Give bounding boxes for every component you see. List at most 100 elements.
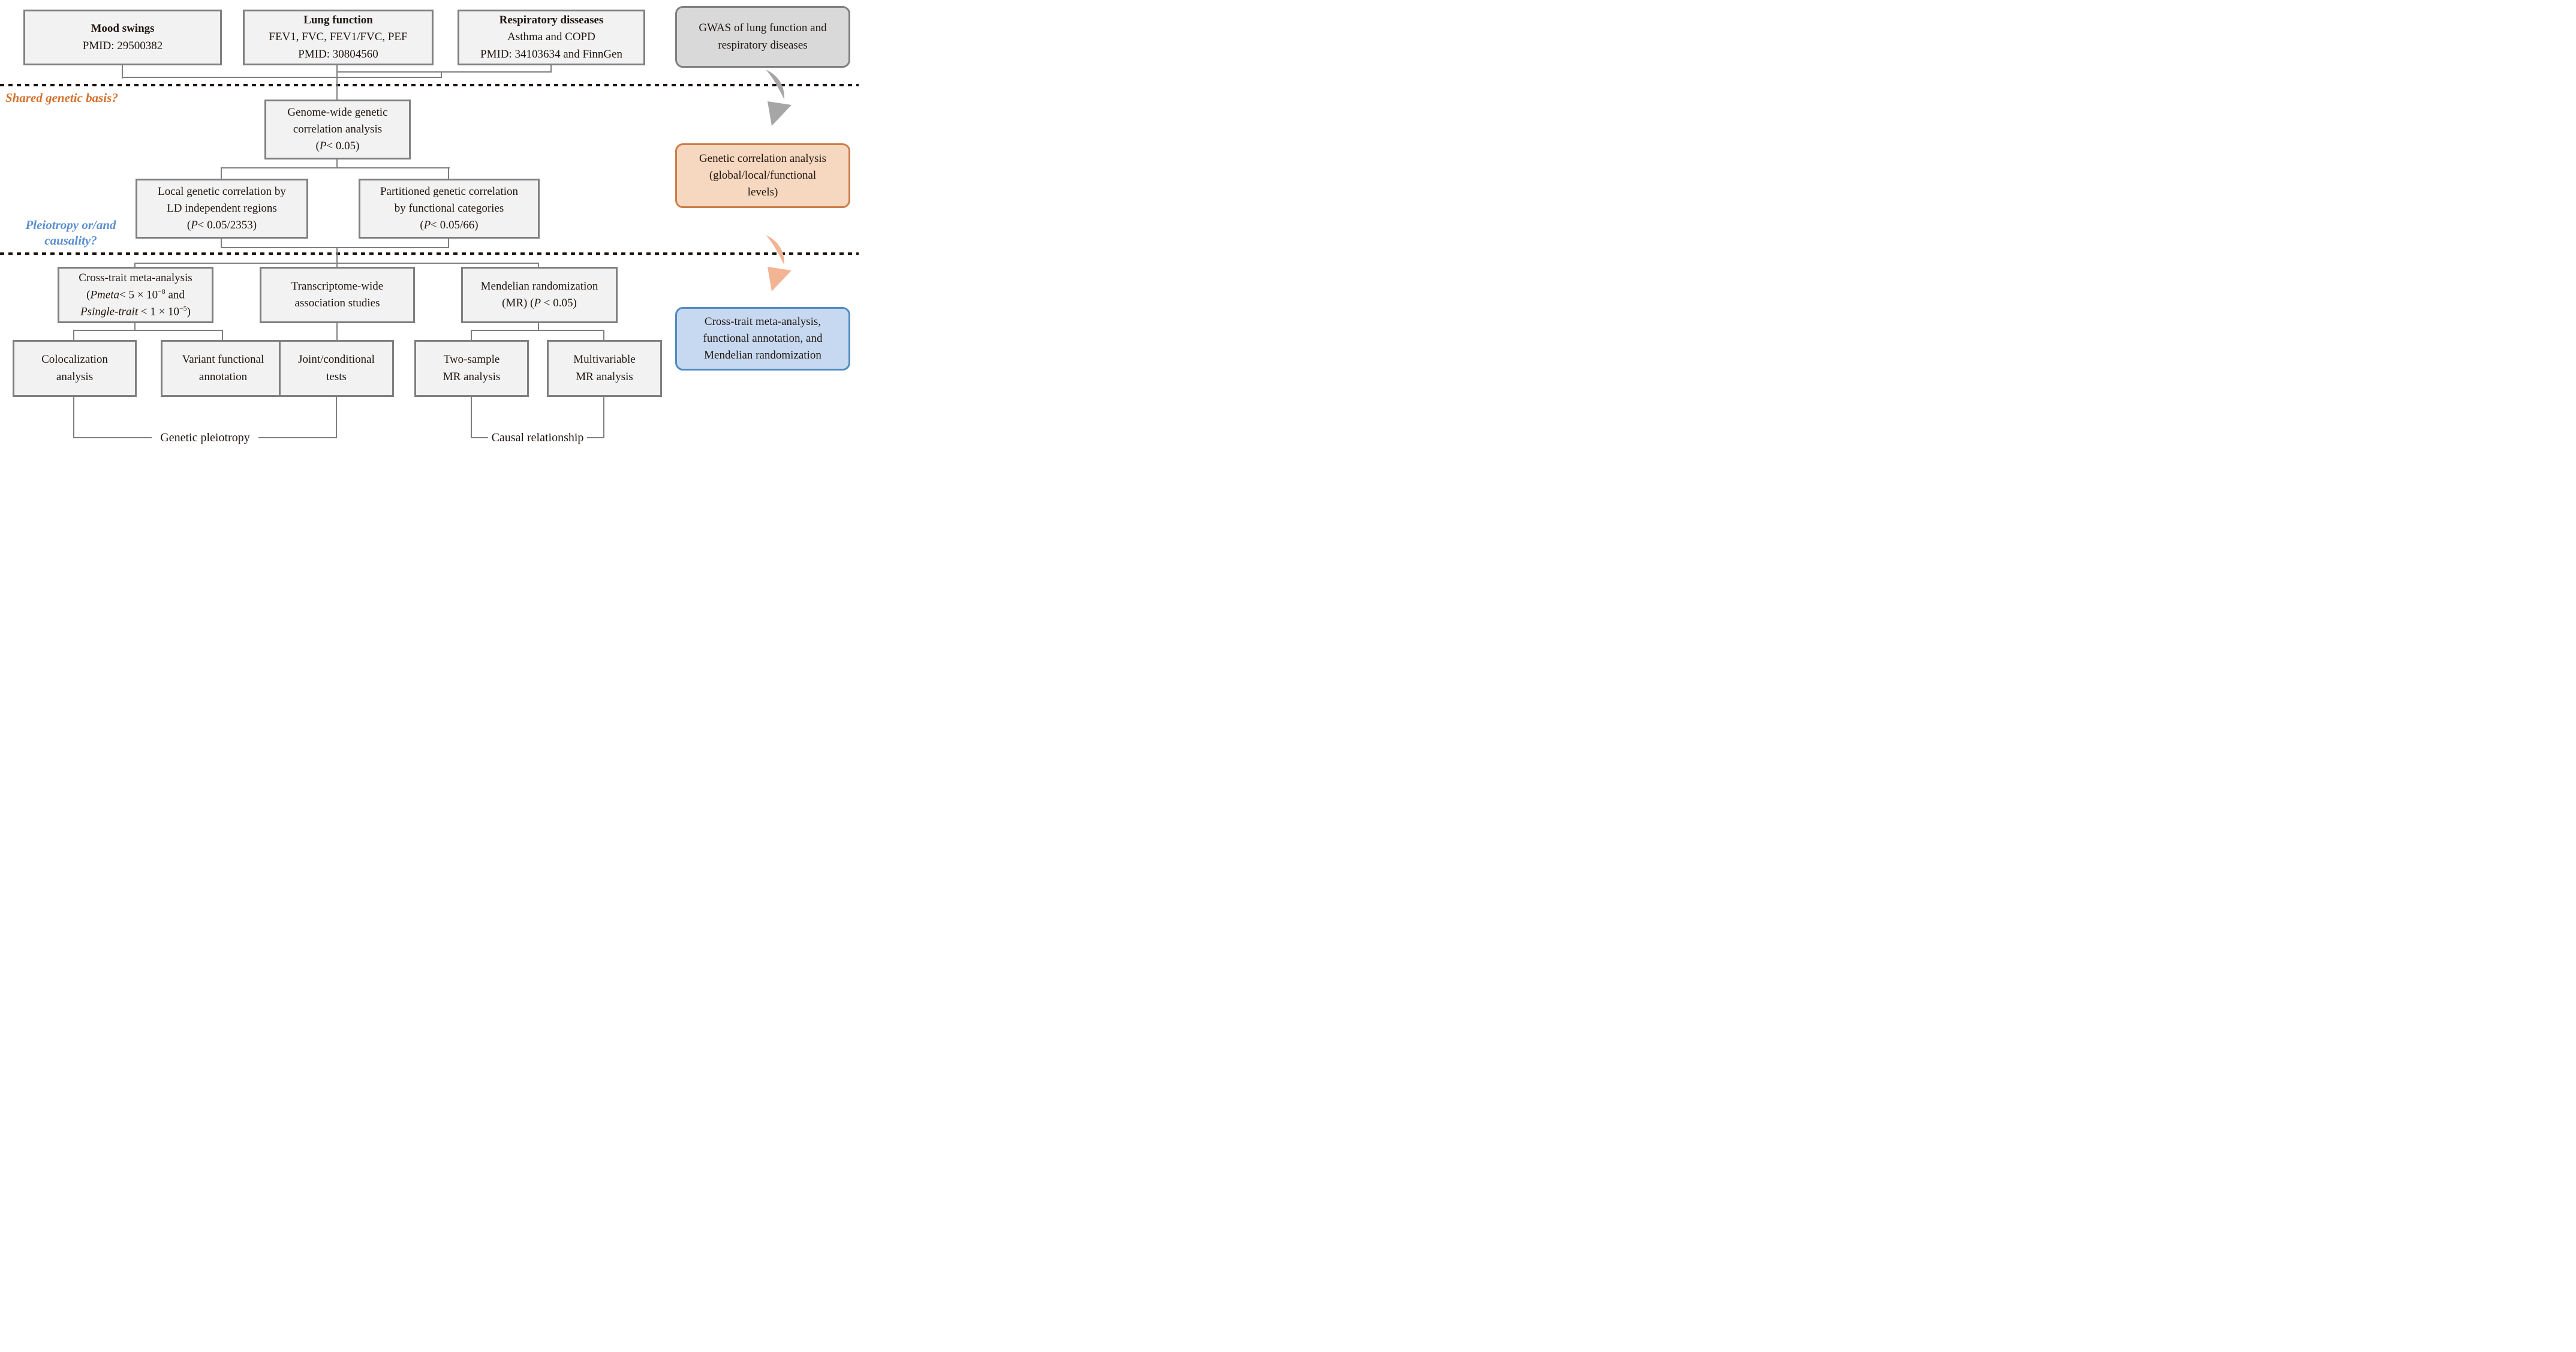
- connector-line: [336, 159, 338, 168]
- connector-line: [603, 330, 604, 340]
- box-line: MR analysis: [443, 370, 501, 383]
- mendelian-randomization-box: Mendelian randomization (MR) (P < 0.05): [461, 267, 618, 323]
- connector-line: [336, 247, 338, 267]
- box-line: PMID: 34103634 and FinnGen: [480, 47, 622, 61]
- note-line: GWAS of lung function and: [699, 22, 827, 35]
- box-line: Psingle-trait < 1 × 10−5): [80, 305, 191, 318]
- label-line: causality?: [44, 233, 97, 248]
- connector-line: [336, 323, 338, 340]
- pleiotropy-causality-label: Pleiotropy or/and causality?: [11, 217, 131, 249]
- box-line: Colocalization: [41, 353, 108, 366]
- connector-line: [134, 263, 539, 264]
- connector-line: [221, 247, 449, 248]
- variant-annotation-box: Variant functional annotation: [161, 340, 285, 397]
- bracket-line: [73, 437, 152, 438]
- connector-line: [73, 330, 223, 331]
- connector-line: [448, 167, 449, 179]
- connector-line: [221, 167, 222, 179]
- genetic-pleiotropy-label: Genetic pleiotropy: [160, 431, 250, 444]
- bracket-line: [73, 397, 74, 438]
- connector-line: [550, 65, 552, 73]
- bracket-line: [471, 437, 488, 438]
- box-line: Cross-trait meta-analysis: [79, 271, 192, 284]
- box-line: association studies: [294, 297, 380, 309]
- note-line: (global/local/functional: [709, 168, 817, 182]
- box-line: Local genetic correlation by: [158, 185, 286, 198]
- twas-box: Transcriptome-wide association studies: [260, 267, 415, 323]
- box-line: analysis: [56, 370, 94, 383]
- connector-line: [336, 71, 338, 100]
- bracket-line: [471, 397, 472, 438]
- box-line: (P< 0.05): [315, 140, 360, 153]
- connector-line: [336, 71, 552, 73]
- box-line: (P< 0.05/2353): [186, 219, 257, 232]
- box-line: Mendelian randomization: [480, 279, 598, 293]
- note-line: functional annotation, and: [703, 332, 823, 345]
- box-line: Variant functional: [182, 353, 264, 366]
- connector-line: [538, 263, 539, 267]
- box-line: Asthma and COPD: [507, 31, 595, 44]
- causal-relationship-label: Causal relationship: [491, 431, 584, 444]
- flowchart-canvas: Mood swings PMID: 29500382 Lung function…: [0, 0, 859, 451]
- gray-curved-arrow-icon: [766, 70, 792, 126]
- label-line: Pleiotropy or/and: [25, 218, 116, 232]
- partitioned-correlation-box: Partitioned genetic correlation by funct…: [359, 179, 540, 239]
- connector-line: [134, 263, 136, 267]
- connector-line: [122, 65, 123, 79]
- connector-line: [122, 77, 442, 78]
- multivariable-mr-box: Multivariable MR analysis: [547, 340, 662, 397]
- box-line: annotation: [198, 370, 248, 383]
- bracket-line: [587, 437, 604, 438]
- connector-line: [441, 71, 442, 78]
- note-line: respiratory diseases: [718, 38, 808, 52]
- box-line: Joint/conditional: [298, 353, 375, 366]
- note-line: Genetic correlation analysis: [699, 152, 827, 165]
- respiratory-diseases-box: Respiratory disseases Asthma and COPD PM…: [458, 10, 645, 65]
- note-line: Mendelian randomization: [704, 349, 821, 362]
- box-title: Lung function: [303, 14, 373, 27]
- local-correlation-box: Local genetic correlation by LD independ…: [136, 179, 308, 239]
- box-line: MR analysis: [576, 370, 633, 383]
- connector-line: [336, 65, 338, 73]
- box-line: PMID: 30804560: [298, 47, 378, 61]
- joint-conditional-box: Joint/conditional tests: [279, 340, 394, 397]
- connector-line: [221, 167, 450, 168]
- connector-line: [448, 239, 449, 248]
- box-line: tests: [326, 370, 347, 383]
- bracket-line: [603, 397, 604, 438]
- box-line: LD independent regions: [167, 201, 277, 215]
- shared-genetic-basis-label: Shared genetic basis?: [5, 91, 118, 105]
- colocalization-box: Colocalization analysis: [13, 340, 137, 397]
- connector-line: [73, 330, 74, 340]
- box-line: (MR) (P < 0.05): [502, 297, 577, 309]
- crosstrait-note-box: Cross-trait meta-analysis, functional an…: [675, 307, 850, 371]
- connector-line: [221, 239, 222, 248]
- box-line: Transcriptome-wide: [291, 279, 384, 293]
- genome-wide-correlation-box: Genome-wide genetic correlation analysis…: [264, 100, 411, 159]
- box-line: PMID: 29500382: [82, 39, 163, 52]
- box-line: correlation analysis: [293, 122, 383, 135]
- bracket-line: [258, 437, 337, 438]
- note-line: levels): [747, 186, 778, 199]
- connector-line: [134, 323, 136, 331]
- mood-swings-box: Mood swings PMID: 29500382: [23, 10, 222, 65]
- note-line: Cross-trait meta-analysis,: [704, 315, 821, 328]
- connector-line: [471, 330, 604, 331]
- box-line: Genome-wide genetic: [287, 106, 388, 119]
- box-title: Respiratory disseases: [499, 14, 604, 27]
- section-divider-dashed-line-2: [0, 252, 859, 255]
- box-line: FEV1, FVC, FEV1/FVC, PEF: [269, 31, 408, 44]
- correlation-note-box: Genetic correlation analysis (global/loc…: [675, 143, 850, 208]
- box-line: Partitioned genetic correlation: [380, 185, 519, 198]
- box-title: Mood swings: [91, 22, 155, 35]
- two-sample-mr-box: Two-sample MR analysis: [414, 340, 529, 397]
- box-line: Two-sample: [443, 353, 500, 366]
- connector-line: [222, 330, 223, 340]
- connector-line: [538, 323, 539, 331]
- lung-function-box: Lung function FEV1, FVC, FEV1/FVC, PEF P…: [243, 10, 434, 65]
- box-line: by functional categories: [394, 201, 504, 215]
- bracket-line: [336, 397, 337, 438]
- salmon-curved-arrow-icon: [766, 235, 792, 291]
- box-line: (P< 0.05/66): [420, 219, 479, 232]
- cross-trait-meta-analysis-box: Cross-trait meta-analysis (Pmeta< 5 × 10…: [58, 267, 213, 323]
